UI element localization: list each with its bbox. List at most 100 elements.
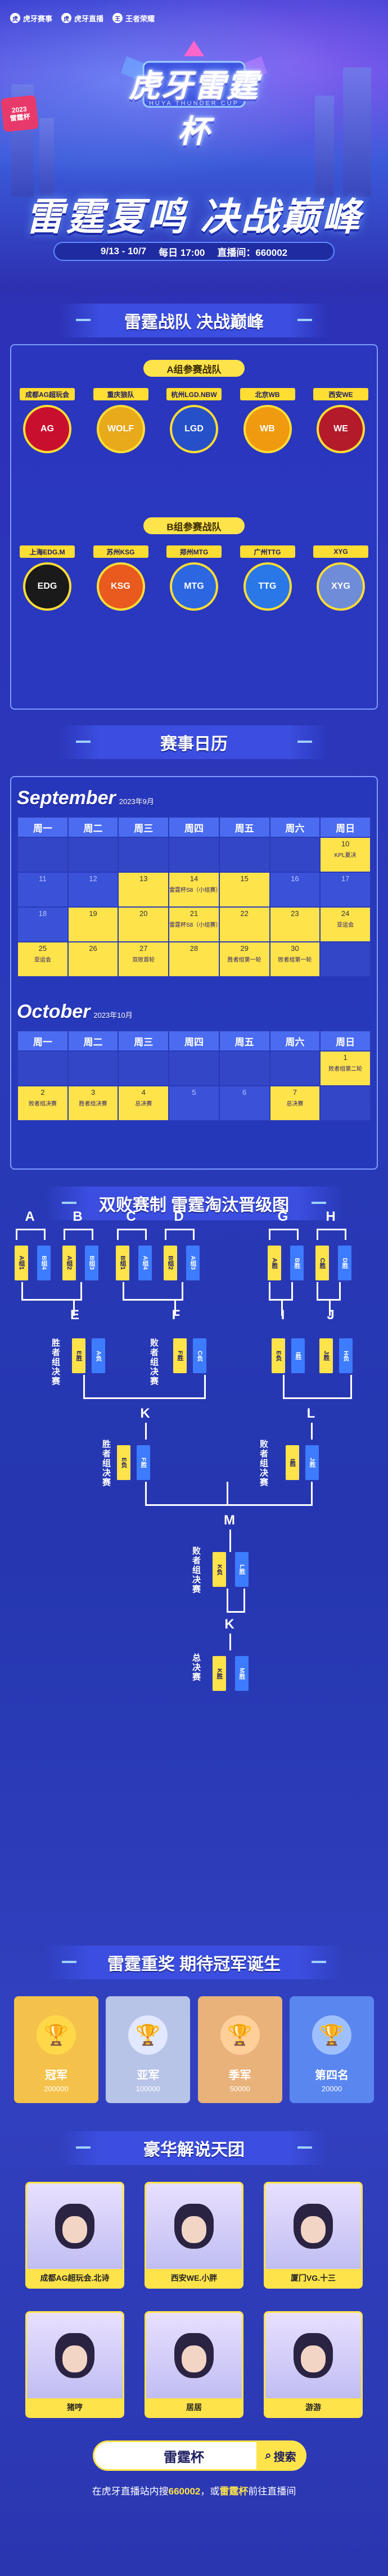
caster-card: 猪哼: [25, 2311, 124, 2418]
weekday-header: 周三: [118, 1030, 170, 1052]
team-emblem-icon: WOLF: [96, 405, 145, 453]
caster-avatar-icon: [55, 2333, 94, 2378]
bracket-connector: [92, 1229, 93, 1240]
day-number: 10: [341, 840, 350, 848]
footer-keyword: 雷霆杯: [219, 2486, 249, 2497]
calendar-day: 22: [218, 906, 270, 942]
day-number: 23: [291, 909, 299, 918]
day-event: 雷霆杯S8（小组赛）: [169, 887, 222, 894]
prize-amount: 50000: [229, 2085, 250, 2093]
day-number: 4: [141, 1088, 146, 1097]
bracket-connector: [145, 1229, 147, 1240]
team-name: 重庆狼队: [93, 388, 148, 400]
calendar-day: 14 雷霆杯S8（小组赛）: [168, 872, 222, 908]
section-title-text: 赛事日历: [160, 735, 228, 754]
weekday-header: 周日: [319, 1030, 371, 1052]
bracket-slot: B组2: [164, 1246, 177, 1280]
bracket-connector: [311, 1482, 313, 1504]
calendar-day: 12: [67, 872, 119, 908]
day-event: 亚运会: [34, 957, 51, 963]
bracket-group-letter: B: [73, 1209, 83, 1224]
section-title-calendar: 赛事日历: [59, 725, 329, 759]
bracket-stage-label: 胜者组决赛: [101, 1440, 111, 1487]
bracket-slot: E负: [117, 1445, 130, 1480]
caster-avatar-icon: [294, 2204, 333, 2249]
calendar-day: [218, 837, 270, 873]
section-title-teams: 雷霆战队 决战巅峰: [59, 304, 329, 337]
caster-photo: [27, 2313, 123, 2398]
brand-huya-esports: 虎虎牙赛事: [10, 13, 52, 24]
footer-mid: ，或: [200, 2486, 220, 2497]
day-number: 17: [341, 874, 350, 883]
bracket-group-letter: C: [126, 1209, 136, 1224]
calendar-day: [319, 941, 371, 977]
bracket-group-letter: F: [172, 1307, 181, 1323]
day-number: 28: [190, 944, 198, 953]
bracket-slot: A组3: [186, 1246, 200, 1280]
bracket-stage-label: 胜者组决赛: [51, 1338, 60, 1386]
search-button[interactable]: ⌕搜索: [256, 2442, 305, 2469]
day-event: 双败首轮: [132, 957, 155, 963]
caster-card: 西安WE.小胖: [145, 2182, 243, 2289]
day-number: 14: [190, 874, 198, 883]
bracket-connector: [269, 1229, 270, 1240]
bracket-slot: K胜: [213, 1656, 226, 1691]
search-input[interactable]: 雷霆杯: [164, 2449, 204, 2465]
city-tower: [343, 67, 371, 197]
bracket-connector: [317, 1229, 346, 1230]
bracket-slot: C胜: [315, 1246, 329, 1280]
bracket-connector: [123, 1299, 183, 1301]
day-number: 24: [341, 909, 350, 918]
calendar-day: 20: [118, 906, 170, 942]
bracket-connector: [297, 1229, 299, 1240]
day-number: 26: [89, 944, 97, 953]
bracket-group-letter: L: [306, 1406, 315, 1421]
day-number: 29: [240, 944, 249, 953]
bracket-connector: [182, 1282, 183, 1299]
bracket-group-letter: D: [174, 1209, 184, 1224]
bracket-group-letter: J: [327, 1307, 335, 1323]
bracket-connector: [291, 1282, 293, 1299]
calendar-day: [118, 1050, 170, 1086]
weekday-header: 周五: [218, 1030, 270, 1052]
trophy-icon: 🏆: [220, 2015, 260, 2055]
day-number: 30: [291, 944, 299, 953]
caster-photo: [265, 2313, 361, 2398]
caster-avatar-icon: [55, 2204, 94, 2249]
bracket-slot: B胜: [290, 1246, 304, 1280]
calendar-day: 5: [168, 1085, 220, 1121]
bracket-connector: [145, 1423, 147, 1440]
brand-label: 虎牙直播: [74, 14, 104, 23]
bracket-connector: [117, 1229, 146, 1230]
trophy-icon: 🏆: [312, 2015, 351, 2055]
group-a-label: A组参赛战队: [143, 360, 245, 377]
weekday-header: 周六: [269, 816, 321, 838]
bracket-connector: [227, 1589, 228, 1611]
team-emblem-icon: MTG: [170, 562, 218, 611]
bracket-slot: A组4: [138, 1246, 152, 1280]
caster-photo: [146, 2183, 242, 2269]
calendar-day: 15: [218, 872, 270, 908]
search-box[interactable]: 雷霆杯 ⌕搜索: [93, 2440, 306, 2471]
bracket-slot: I胜: [286, 1445, 299, 1480]
section-title-text: 双败赛制 雷霆淘汰晋级图: [98, 1196, 290, 1215]
caster-card: 厦门VG.十三: [264, 2182, 363, 2289]
bracket-connector: [311, 1423, 313, 1440]
trophy-icon: 🏆: [37, 2015, 76, 2055]
team-name: XYG: [313, 545, 368, 558]
bracket-slot: I胜: [291, 1338, 305, 1373]
